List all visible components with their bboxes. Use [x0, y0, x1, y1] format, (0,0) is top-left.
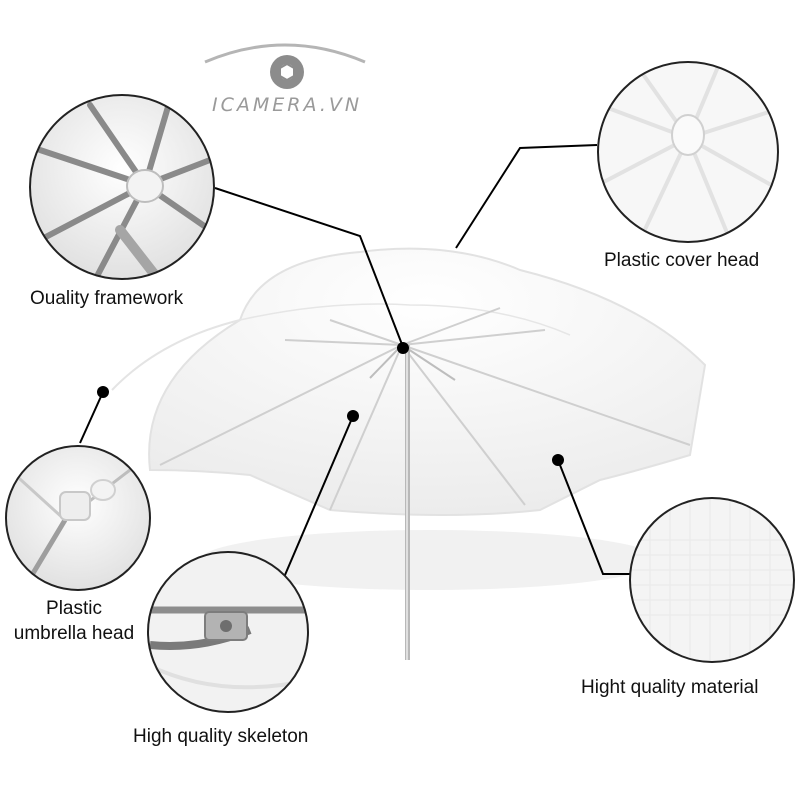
zoom-material [629, 497, 795, 663]
umbrella-shadow [200, 530, 660, 590]
zoom-cover-head [597, 61, 779, 243]
leader-lines [79, 144, 630, 583]
dot-material [552, 454, 564, 466]
leader-line-material [557, 459, 630, 575]
leader-line-umbrella-head [79, 391, 104, 444]
label-plastic-umbrella-head: Plastic umbrella head [13, 598, 135, 644]
umbrella-canopy [111, 247, 707, 516]
zoom-umbrella-head [5, 445, 151, 591]
dot-framework [397, 342, 409, 354]
logo-text: ICAMERA.VN [212, 94, 363, 116]
label-quality-framework: Ouality framework [30, 288, 184, 309]
umbrella-shaft [405, 345, 410, 660]
dot-umbrella-head [97, 386, 109, 398]
dot-skeleton [347, 410, 359, 422]
label-high-quality-skeleton: High quality skeleton [133, 726, 309, 747]
zoom-skeleton [147, 551, 309, 713]
label-hight-quality-material: Hight quality material [581, 677, 759, 698]
leader-line-cover [455, 144, 598, 249]
label-plastic-cover-head: Plastic cover head [604, 250, 760, 271]
leader-line-skeleton [281, 415, 354, 583]
leader-dots [97, 342, 564, 466]
leader-line-framework [214, 187, 404, 348]
umbrella-ribs [159, 307, 691, 511]
zoom-framework [29, 94, 215, 280]
brand-logo [204, 43, 366, 89]
